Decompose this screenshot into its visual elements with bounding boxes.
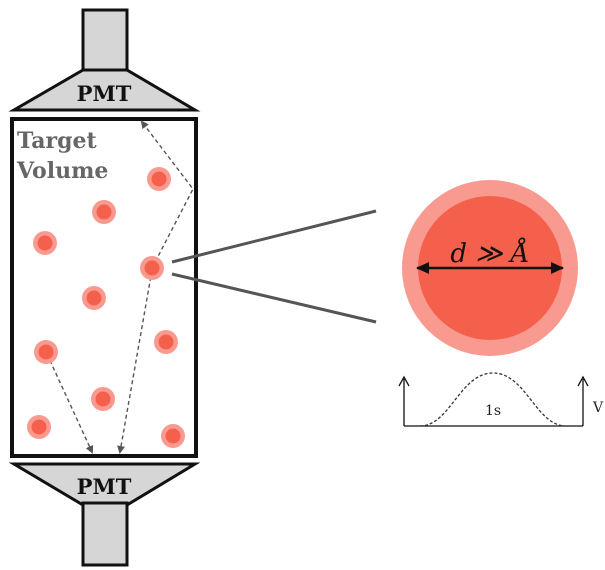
bottom-pmt-label: PMT xyxy=(77,474,132,499)
red-particle-icon xyxy=(154,330,178,354)
particle-core xyxy=(96,204,112,220)
red-particle-icon xyxy=(27,415,51,439)
red-particle-icon xyxy=(33,231,57,255)
bottom-pmt-neck xyxy=(81,501,129,567)
zoomed-particle: d ≫ Å xyxy=(402,180,578,356)
red-particle-icon xyxy=(92,200,116,224)
particle-core xyxy=(86,290,102,306)
particle-core xyxy=(95,391,111,407)
top-pmt: PMT xyxy=(8,8,201,112)
zoom-line-upper xyxy=(171,209,377,264)
red-particle-icon xyxy=(161,424,185,448)
red-particle-icon xyxy=(147,167,171,191)
particle-core xyxy=(37,235,53,251)
pulse-axis-label: V xyxy=(592,400,604,416)
target-volume-label-line1: Target xyxy=(17,128,97,154)
photon-path-center-down xyxy=(117,269,153,454)
particles xyxy=(27,167,185,448)
pulse-width-label: 1s xyxy=(485,403,501,419)
top-pmt-neck xyxy=(81,8,129,74)
red-particle-icon xyxy=(34,340,58,364)
bottom-pmt: PMT xyxy=(8,462,201,567)
zoom-line-lower xyxy=(171,272,377,324)
top-pmt-label: PMT xyxy=(77,81,132,106)
target-volume-label-line2: Volume xyxy=(16,158,108,184)
photon-path-upper xyxy=(140,120,194,269)
top-pmt-body xyxy=(8,68,201,112)
particle-core xyxy=(158,334,174,350)
red-particle-icon xyxy=(140,256,164,280)
size-relation-label: d ≫ Å xyxy=(450,237,529,269)
particle-core xyxy=(165,428,181,444)
red-particle-icon xyxy=(82,286,106,310)
particle-core xyxy=(144,260,160,276)
photon-paths xyxy=(46,120,194,454)
photon-path-left-down xyxy=(46,353,94,454)
particle-core xyxy=(38,344,54,360)
pulse-left-axis-arrow xyxy=(398,375,410,387)
pulse-curve xyxy=(419,372,567,427)
red-particle-icon xyxy=(91,387,115,411)
pulse-plot: 1s V xyxy=(398,372,604,427)
pulse-right-axis-arrow xyxy=(577,375,589,387)
particle-core xyxy=(151,171,167,187)
particle-core xyxy=(31,419,47,435)
